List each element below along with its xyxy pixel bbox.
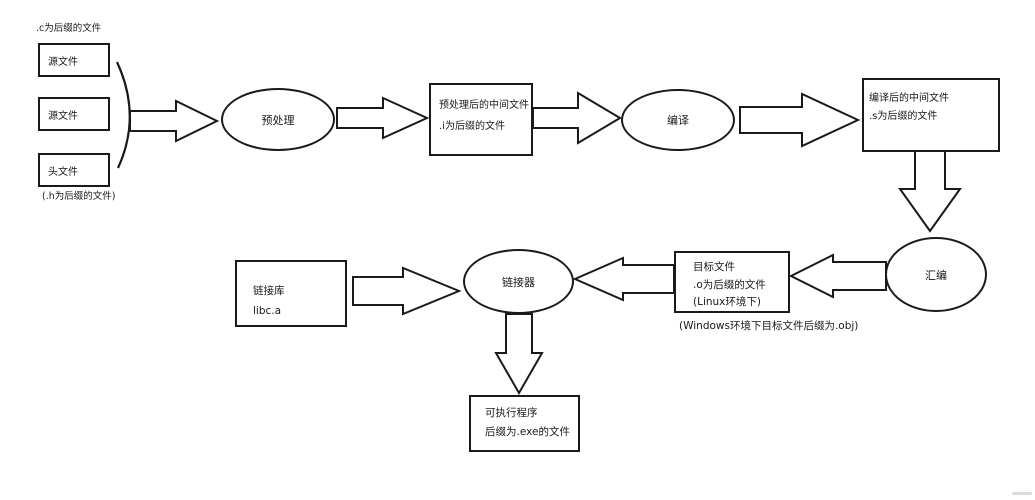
preprocessed-intermediate-line1: 预处理后的中间文件	[439, 100, 529, 111]
executable-line1: 可执行程序	[485, 407, 538, 419]
assemble-label: 汇编	[925, 268, 947, 282]
merge-brace-arc	[116, 61, 131, 169]
compile-ellipse: 编译	[621, 89, 735, 151]
source-file-label-2: 源文件	[48, 110, 78, 122]
source-file-box-1: 源文件	[38, 43, 110, 77]
windows-suffix-note: (Windows环境下目标文件后缀为.obj)	[679, 320, 859, 332]
arrow-sources-to-preprocess	[129, 99, 220, 143]
object-file-box: 目标文件 .o为后缀的文件 (Linux环境下)	[674, 251, 790, 313]
linker-label: 链接器	[502, 275, 535, 289]
preprocess-label: 预处理	[261, 113, 295, 127]
header-file-label: 头文件	[48, 166, 78, 178]
source-file-label-1: 源文件	[48, 56, 78, 68]
link-library-line2: libc.a	[253, 305, 282, 317]
linker-ellipse: 链接器	[463, 249, 574, 314]
object-file-line3: (Linux环境下)	[693, 296, 761, 308]
arrow-linklib-to-linker	[352, 266, 462, 316]
compiled-intermediate-line2: .s为后缀的文件	[869, 111, 938, 122]
executable-box: 可执行程序 后缀为.exe的文件	[469, 395, 580, 452]
executable-line2: 后缀为.exe的文件	[485, 425, 570, 438]
arrow-compile-to-sfile	[739, 92, 861, 148]
object-file-line2: .o为后缀的文件	[693, 278, 766, 291]
compiled-intermediate-box: 编译后的中间文件 .s为后缀的文件	[862, 78, 1000, 152]
c-suffix-note: .c为后缀的文件	[36, 23, 102, 34]
assemble-ellipse: 汇编	[885, 237, 987, 312]
preprocessed-intermediate-box: 预处理后的中间文件 .i为后缀的文件	[429, 83, 533, 156]
link-library-line1: 链接库	[253, 285, 285, 297]
compile-label: 编译	[667, 114, 689, 127]
arrow-linker-to-executable	[494, 313, 544, 396]
h-suffix-note: (.h为后缀的文件)	[42, 191, 116, 202]
watermark	[1012, 492, 1032, 495]
arrow-preprocess-to-ifile	[336, 96, 430, 140]
object-file-line1: 目标文件	[693, 261, 735, 273]
arrow-ifile-to-compile	[532, 91, 622, 145]
arrow-sfile-to-assemble	[898, 149, 962, 233]
arrow-objfile-to-linker	[572, 256, 675, 302]
source-file-box-2: 源文件	[38, 97, 110, 131]
arrow-assemble-to-objfile	[788, 253, 887, 299]
preprocessed-intermediate-line2: .i为后缀的文件	[439, 121, 505, 132]
preprocess-ellipse: 预处理	[221, 88, 335, 151]
header-file-box: 头文件	[38, 153, 110, 187]
link-library-box: 链接库 libc.a	[235, 260, 347, 327]
compiled-intermediate-line1: 编译后的中间文件	[869, 93, 949, 104]
